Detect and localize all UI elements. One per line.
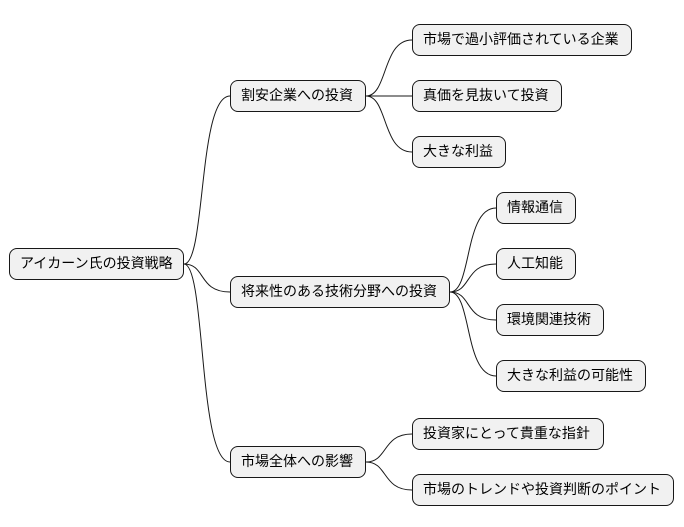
connector-root-to-branch-3 [183, 263, 231, 463]
branch-label: 市場全体への影響 [241, 454, 353, 470]
branch-node-undervalued-companies: 割安企業への投資 [230, 80, 366, 112]
root-node: アイカーン氏の投資戦略 [9, 248, 184, 280]
connector-root-to-branch-2 [183, 263, 231, 293]
leaf-label: 投資家にとって貴重な指針 [423, 426, 590, 442]
connector-branch-1-to-leaf-3 [365, 95, 413, 153]
leaf-label: 人工知能 [507, 256, 563, 272]
connector-branch-2-to-leaf-4 [449, 291, 497, 377]
leaf-node: 真価を見抜いて投資 [412, 80, 562, 112]
leaf-node: 人工知能 [496, 248, 576, 280]
leaf-label: 情報通信 [507, 200, 563, 216]
connector-branch-2-to-leaf-3 [449, 291, 497, 321]
leaf-label: 真価を見抜いて投資 [423, 88, 549, 104]
root-label: アイカーン氏の投資戦略 [20, 256, 173, 272]
leaf-label: 市場のトレンドや投資判断のポイント [423, 482, 661, 498]
leaf-label: 市場で過小評価されている企業 [423, 32, 619, 48]
branch-label: 割安企業への投資 [241, 88, 353, 104]
leaf-node: 市場のトレンドや投資判断のポイント [412, 474, 674, 506]
connector-branch-3-to-leaf-2 [365, 461, 413, 491]
leaf-node: 市場で過小評価されている企業 [412, 24, 632, 56]
leaf-node: 大きな利益 [412, 136, 506, 168]
leaf-label: 大きな利益 [423, 144, 493, 160]
leaf-label: 環境関連技術 [507, 312, 591, 328]
branch-node-future-technology: 将来性のある技術分野への投資 [230, 276, 450, 308]
branch-node-market-impact: 市場全体への影響 [230, 446, 366, 478]
connector-branch-1-to-leaf-1 [365, 39, 413, 97]
connector-branch-3-to-leaf-1 [365, 433, 413, 463]
connector-root-to-branch-1 [183, 95, 231, 265]
connector-branch-2-to-leaf-1 [449, 207, 497, 293]
connector-branch-2-to-leaf-2 [449, 263, 497, 293]
leaf-label: 大きな利益の可能性 [507, 368, 633, 384]
branch-label: 将来性のある技術分野への投資 [241, 284, 437, 300]
leaf-node: 環境関連技術 [496, 304, 604, 336]
leaf-node: 大きな利益の可能性 [496, 360, 646, 392]
leaf-node: 情報通信 [496, 192, 576, 224]
leaf-node: 投資家にとって貴重な指針 [412, 418, 604, 450]
